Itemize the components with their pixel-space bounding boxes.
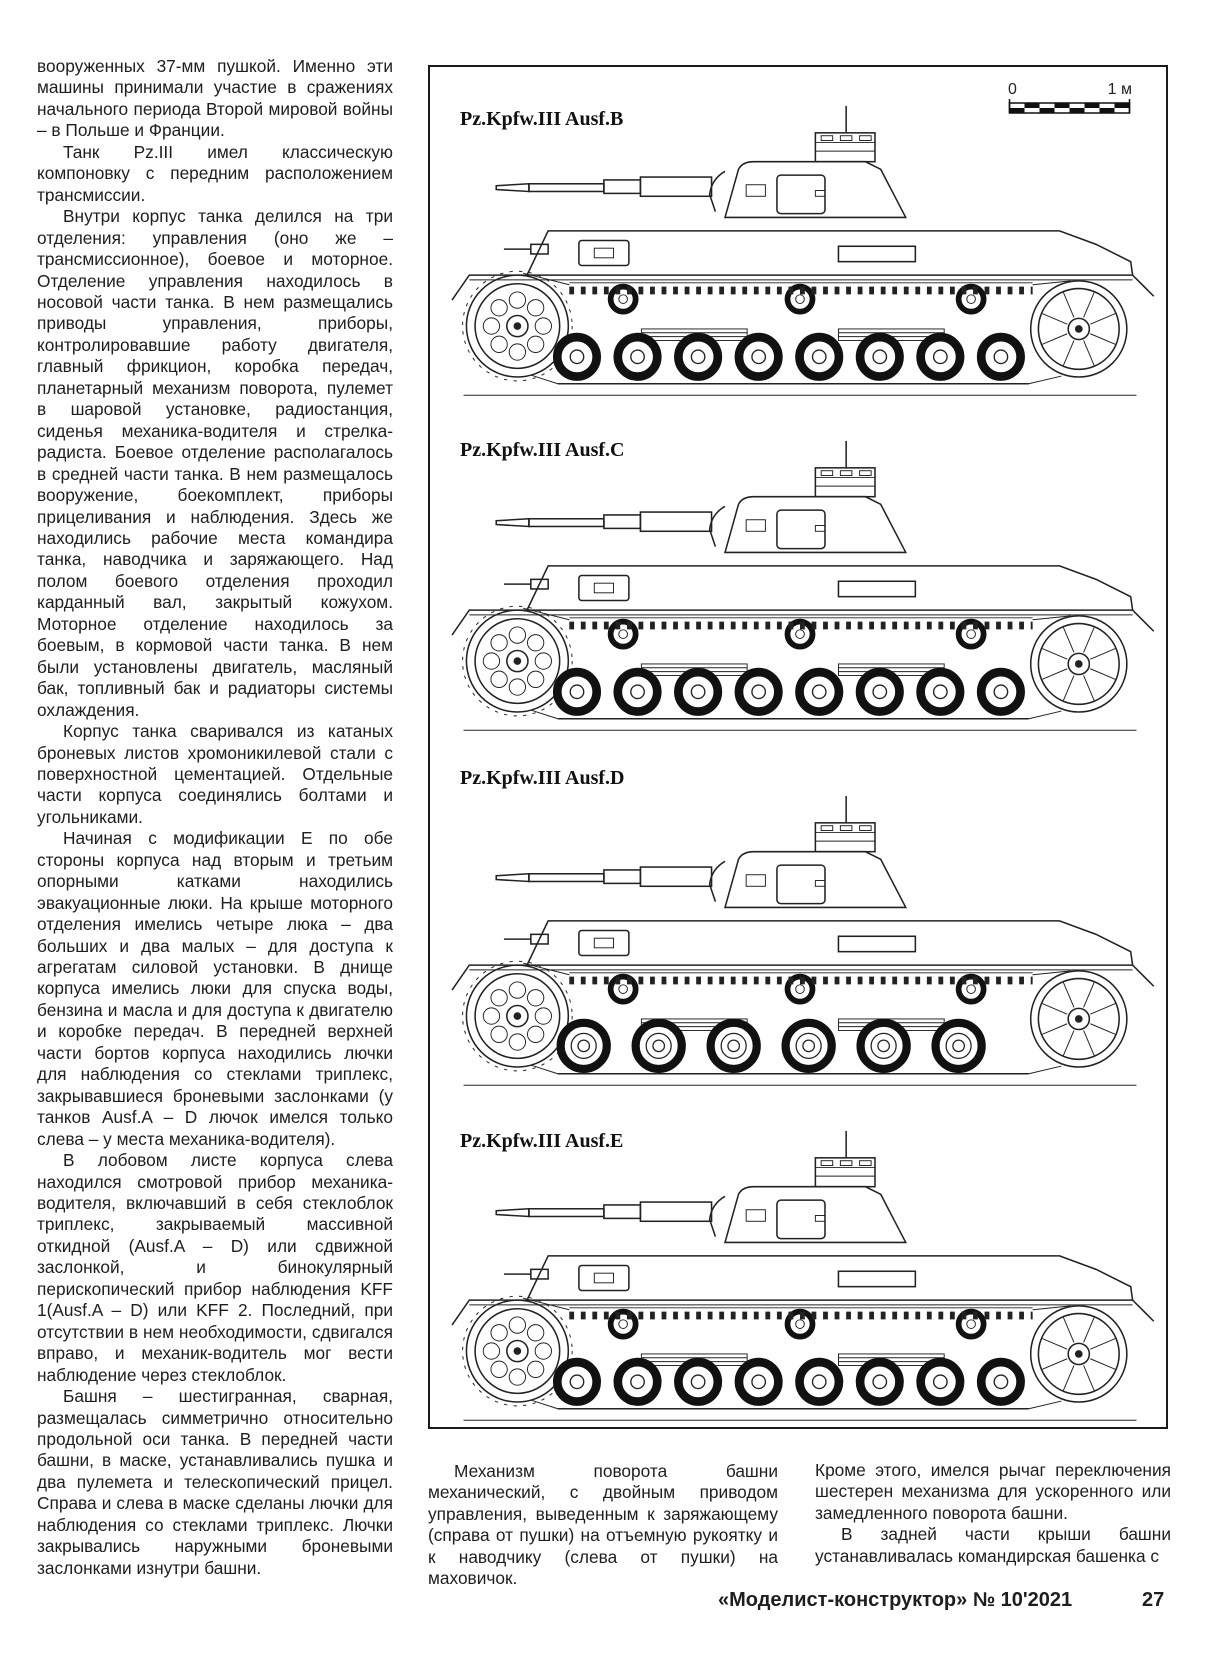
figure-label-ausf-c: Pz.Kpfw.III Ausf.C bbox=[460, 439, 625, 461]
paragraph: В лобовом листе корпуса слева находился … bbox=[37, 1150, 393, 1385]
tank-drawing-ausf-d bbox=[434, 794, 1166, 1092]
paragraph: Механизм поворота башни механический, с … bbox=[428, 1461, 778, 1589]
paragraph: Танк Pz.III имел классическую компоновку… bbox=[37, 141, 393, 205]
figure-label-ausf-b: Pz.Kpfw.III Ausf.B bbox=[460, 108, 624, 130]
figure-label-ausf-e: Pz.Kpfw.III Ausf.E bbox=[460, 1130, 624, 1152]
tank-drawing-ausf-c bbox=[434, 439, 1166, 737]
article-left-column: вооруженных 37-мм пушкой. Именно эти маш… bbox=[37, 56, 393, 1579]
scale-one-meter-label: 1 м bbox=[1107, 81, 1132, 98]
tank-drawing-ausf-b bbox=[434, 104, 1166, 402]
paragraph: Корпус танка сваривался из катаных броне… bbox=[37, 721, 393, 827]
scale-zero-label: 0 bbox=[1008, 81, 1017, 98]
paragraph: вооруженных 37-мм пушкой. Именно эти маш… bbox=[37, 56, 393, 141]
article-bottom-middle-column: Механизм поворота башни механический, с … bbox=[428, 1461, 778, 1590]
article-bottom-right-column: Кроме этого, имелся рычаг переключения ш… bbox=[815, 1460, 1171, 1567]
tank-drawing-ausf-e bbox=[434, 1129, 1166, 1427]
scale-bar: 0 1 м bbox=[1008, 81, 1132, 120]
footer-journal-title: «Моделист-конструктор» № 10'2021 bbox=[718, 1589, 1073, 1611]
paragraph: Внутри корпус танка делился на три отдел… bbox=[37, 206, 393, 720]
paragraph: В задней части крыши башни устанавливала… bbox=[815, 1524, 1171, 1566]
figure-label-ausf-d: Pz.Kpfw.III Ausf.D bbox=[460, 767, 625, 789]
paragraph: Начиная с модификации Е по обе стороны к… bbox=[37, 828, 393, 1149]
footer-page-number: 27 bbox=[1142, 1589, 1165, 1611]
scale-checker-bar bbox=[1008, 99, 1131, 114]
figure-panel: 0 1 м Pz.Kpfw.III Ausf.B Pz.Kpfw.III Aus… bbox=[428, 65, 1168, 1429]
paragraph: Башня – шестигранная, сварная, размещала… bbox=[37, 1386, 393, 1578]
paragraph: Кроме этого, имелся рычаг переключения ш… bbox=[815, 1460, 1171, 1523]
